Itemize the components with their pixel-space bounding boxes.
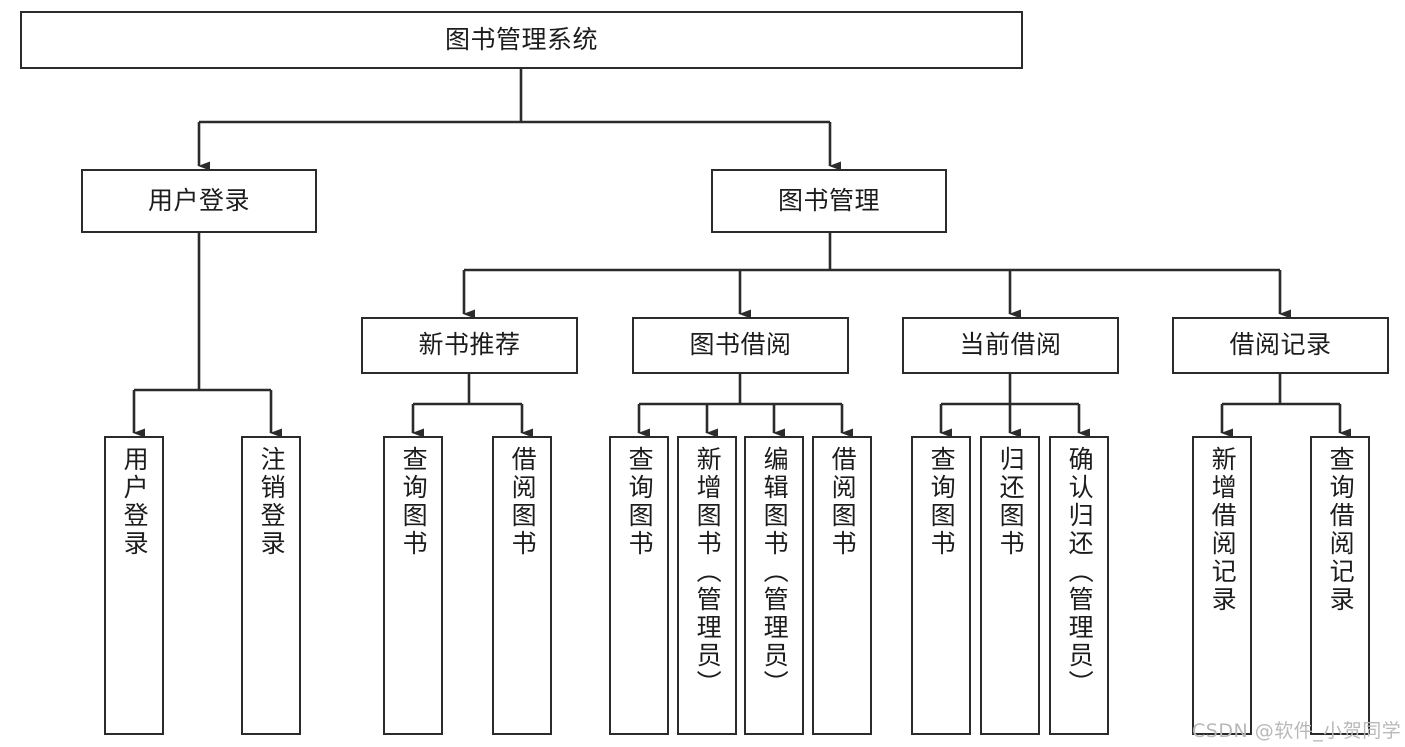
node-label: 借阅图书 [828,446,858,558]
node-label: 借阅图书 [508,446,538,558]
node-root-book-management-system[interactable]: 图书管理系统 [20,11,1023,69]
node-leaf-logout-login[interactable]: 注销登录 [241,436,301,735]
node-label: 新书推荐 [418,330,521,360]
node-label: 新增借阅记录 [1208,446,1238,614]
node-leaf-query-book-new[interactable]: 查询图书 [383,436,443,735]
node-leaf-add-borrow-record[interactable]: 新增借阅记录 [1192,436,1252,735]
node-book-management[interactable]: 图书管理 [711,169,947,233]
node-user-login[interactable]: 用户登录 [81,169,317,233]
node-label: 借阅记录 [1229,330,1332,360]
node-label: 图书管理 [777,185,880,215]
node-label: 图书借阅 [689,330,792,360]
node-label: 查询图书 [399,446,429,558]
node-leaf-add-book[interactable]: 新增图书（管理员） [677,436,737,735]
node-label: 用户登录 [120,446,150,558]
node-label: 当前借阅 [959,330,1062,360]
node-current-borrow[interactable]: 当前借阅 [902,317,1119,374]
node-label: 查询借阅记录 [1326,446,1356,614]
csdn-watermark: CSDN @软件_小贺同学 [1192,720,1402,742]
node-label: 查询图书 [927,446,957,558]
node-label: 用户登录 [147,185,250,215]
node-leaf-confirm-return[interactable]: 确认归还（管理员） [1049,436,1109,735]
node-label: 注销登录 [257,446,287,558]
node-leaf-user-login[interactable]: 用户登录 [104,436,164,735]
node-borrow-record[interactable]: 借阅记录 [1172,317,1389,374]
node-label: 查询图书 [625,446,655,558]
node-leaf-return-book[interactable]: 归还图书 [980,436,1040,735]
node-label: 图书管理系统 [444,24,598,54]
node-label: 归还图书 [996,446,1026,558]
node-book-borrow[interactable]: 图书借阅 [632,317,849,374]
node-leaf-query-book-borrow[interactable]: 查询图书 [609,436,669,735]
node-leaf-edit-book[interactable]: 编辑图书（管理员） [744,436,804,735]
node-leaf-borrow-book[interactable]: 借阅图书 [812,436,872,735]
node-label: 新增图书（管理员） [693,446,723,698]
node-leaf-borrow-book-new[interactable]: 借阅图书 [492,436,552,735]
node-leaf-query-borrow-record[interactable]: 查询借阅记录 [1310,436,1370,735]
node-leaf-query-book-current[interactable]: 查询图书 [911,436,971,735]
node-new-book-recommend[interactable]: 新书推荐 [361,317,578,374]
node-label: 编辑图书（管理员） [760,446,790,698]
node-label: 确认归还（管理员） [1065,446,1095,698]
